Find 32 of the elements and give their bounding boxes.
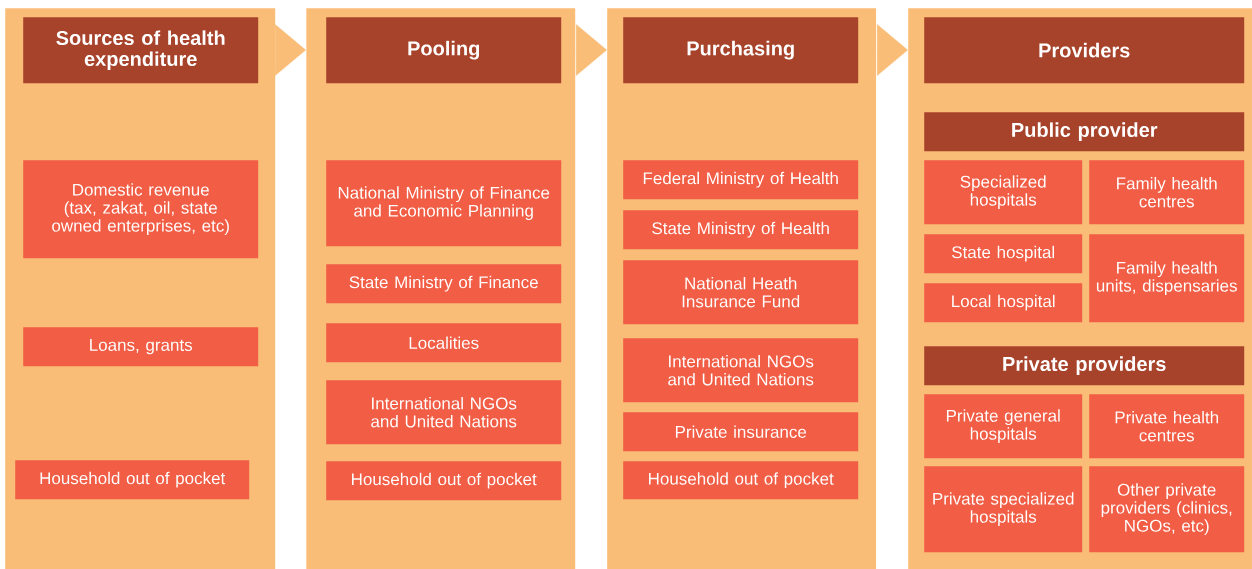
item-box: Household out of pocket (15, 460, 250, 500)
item-box: International NGOs and United Nations (623, 338, 859, 403)
item-box: Private insurance (623, 412, 859, 452)
item-box: State Ministry of Finance (326, 264, 562, 304)
item-box: Localities (326, 323, 562, 363)
header-box: Purchasing (623, 17, 859, 84)
chevron-arrow (575, 24, 607, 76)
header-box: Providers (924, 17, 1245, 84)
item-box: State hospital (924, 234, 1083, 274)
item-box: Private general hospitals (924, 394, 1083, 459)
item-box: Loans, grants (23, 327, 259, 367)
item-box: Private health centres (1089, 394, 1245, 459)
item-box: Household out of pocket (326, 461, 562, 501)
chevron-arrow (274, 24, 306, 76)
item-box: Private specialized hospitals (924, 466, 1083, 553)
chevron-arrow (876, 24, 908, 76)
item-box: National Heath Insurance Fund (623, 260, 859, 325)
subheader-box: Public provider (924, 112, 1245, 152)
item-box: Specialized hospitals (924, 160, 1083, 225)
header-box: Pooling (326, 17, 562, 84)
item-box: Family health units, dispensaries (1089, 234, 1245, 323)
item-box: State Ministry of Health (623, 210, 859, 250)
header-box: Sources of health expenditure (23, 17, 259, 84)
item-box: Domestic revenue (tax, zakat, oil, state owned enterprises, etc) (23, 160, 259, 259)
item-box: National Ministry of Finance and Economic Planning (326, 160, 562, 247)
item-box: Federal Ministry of Health (623, 160, 859, 200)
subheader-box: Private providers (924, 346, 1245, 386)
item-box: Other private providers (clinics, NGOs, etc) (1089, 466, 1245, 553)
item-box: Household out of pocket (623, 461, 859, 500)
item-box: Family health centres (1089, 160, 1245, 225)
item-box: Local hospital (924, 283, 1083, 323)
item-box: International NGOs and United Nations (326, 380, 562, 445)
